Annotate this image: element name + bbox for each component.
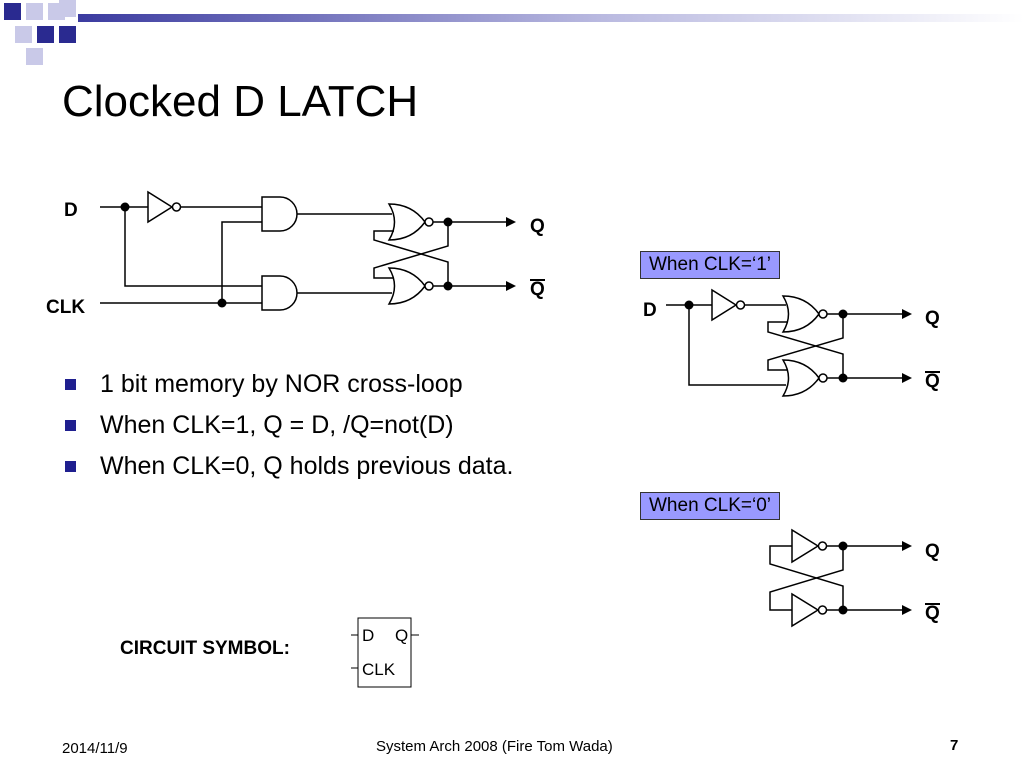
header-square bbox=[4, 3, 21, 20]
bullet-square-icon bbox=[65, 461, 76, 472]
bullet-item: When CLK=0, Q holds previous data. bbox=[62, 446, 513, 487]
bullet-list: 1 bit memory by NOR cross-loop When CLK=… bbox=[62, 364, 513, 487]
qbar-output-label: Q bbox=[925, 603, 940, 624]
q-output-label: Q bbox=[925, 541, 940, 562]
footer-title: System Arch 2008 (Fire Tom Wada) bbox=[376, 738, 613, 755]
symbol-caption: CIRCUIT SYMBOL: bbox=[120, 638, 290, 659]
symbol-pin-clk: CLK bbox=[362, 660, 396, 679]
nor-gate bbox=[781, 359, 820, 397]
arrowhead bbox=[902, 605, 912, 615]
header-bar bbox=[78, 14, 1024, 22]
page-number: 7 bbox=[950, 737, 959, 754]
qbar-output-label: Q bbox=[925, 371, 940, 392]
header-square bbox=[59, 26, 76, 43]
bullet-item: 1 bit memory by NOR cross-loop bbox=[62, 364, 513, 405]
arrowhead bbox=[506, 217, 516, 227]
header-square bbox=[15, 26, 32, 43]
wire bbox=[688, 305, 786, 386]
arrowhead bbox=[902, 541, 912, 551]
symbol-pin-q: Q bbox=[395, 626, 409, 645]
feedback-wire bbox=[373, 222, 449, 279]
header-square bbox=[26, 3, 43, 20]
arrowhead bbox=[902, 309, 912, 319]
symbol-box bbox=[357, 617, 412, 688]
feedback-wire bbox=[373, 230, 449, 286]
clk-input-label: CLK bbox=[46, 297, 86, 318]
feedback-wire bbox=[769, 545, 844, 610]
wire bbox=[221, 221, 262, 303]
qbar-output-label: Q bbox=[530, 279, 545, 300]
slide-title: Clocked D LATCH bbox=[62, 77, 419, 126]
clk1-label-box: When CLK=‘1’ bbox=[640, 251, 780, 279]
footer-date: 2014/11/9 bbox=[62, 740, 128, 757]
arrowhead bbox=[902, 373, 912, 383]
header-square bbox=[59, 0, 76, 17]
nor-gate bbox=[387, 267, 426, 305]
header-square bbox=[26, 48, 43, 65]
wire bbox=[124, 207, 262, 287]
clk0-label-box: When CLK=‘0’ bbox=[640, 492, 780, 520]
d-input-label: D bbox=[64, 200, 78, 221]
symbol-pin-d: D bbox=[362, 626, 375, 645]
arrowhead bbox=[506, 281, 516, 291]
not-gate bbox=[147, 190, 174, 224]
not-gate bbox=[711, 288, 738, 322]
d-input-label: D bbox=[643, 300, 657, 321]
and-gate bbox=[261, 275, 298, 311]
and-gate bbox=[261, 196, 298, 232]
nor-gate bbox=[781, 295, 820, 333]
q-output-label: Q bbox=[925, 308, 940, 329]
bullet-item: When CLK=1, Q = D, /Q=not(D) bbox=[62, 405, 513, 446]
feedback-wire bbox=[767, 314, 844, 371]
feedback-wire bbox=[767, 321, 844, 378]
bullet-square-icon bbox=[65, 420, 76, 431]
header-square bbox=[37, 26, 54, 43]
feedback-wire bbox=[769, 546, 844, 611]
nor-gate bbox=[387, 203, 426, 241]
bullet-square-icon bbox=[65, 379, 76, 390]
q-output-label: Q bbox=[530, 216, 545, 237]
